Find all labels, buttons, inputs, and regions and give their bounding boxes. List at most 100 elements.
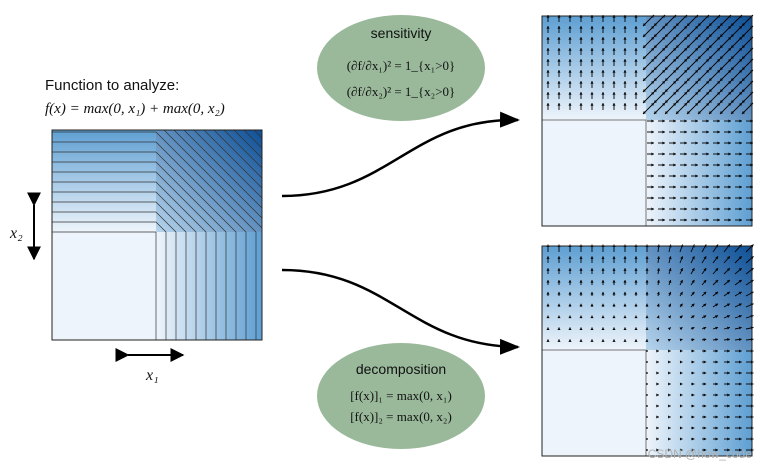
vector-arrowhead	[673, 37, 676, 40]
vector-arrowhead	[634, 327, 638, 330]
vector-arrowhead	[673, 103, 676, 106]
vector-arrowhead	[679, 437, 683, 441]
vector-arrowhead	[728, 48, 731, 51]
vector-arrowhead	[651, 130, 654, 134]
vector-arrowhead	[668, 393, 671, 397]
vector-arrowhead	[727, 404, 730, 408]
vector-arrowhead	[668, 437, 671, 441]
vector-arrowhead	[590, 256, 594, 259]
vector-arrowhead	[715, 382, 719, 386]
vector-arrowhead	[709, 67, 712, 70]
vector-arrowhead	[656, 415, 659, 419]
vector-arrowhead	[673, 70, 676, 73]
vector-arrowhead	[691, 360, 695, 364]
vector-arrowhead	[645, 303, 649, 307]
vector-arrowhead	[691, 268, 695, 272]
vector-arrowhead	[668, 303, 671, 307]
vector-arrowhead	[651, 59, 654, 62]
intro-formula: f(x) = max(0, x₁) + max(0, x₂)	[45, 101, 225, 117]
vector-arrowhead	[643, 67, 646, 70]
vector-arrowhead	[557, 315, 561, 319]
vector-arrowhead	[706, 218, 709, 222]
vector-arrowhead	[717, 103, 720, 106]
vector-arrowhead	[665, 100, 668, 103]
vector-arrowhead	[715, 437, 719, 441]
vector-arrowhead	[676, 111, 679, 114]
vector-arrowhead	[703, 315, 707, 319]
vector-arrowhead	[579, 37, 583, 40]
vector-arrowhead	[651, 81, 654, 84]
vector-arrowhead	[656, 280, 660, 283]
vector-arrowhead	[590, 339, 594, 342]
vector-arrowhead	[634, 26, 638, 29]
vector-arrowhead	[645, 315, 649, 319]
vector-arrowhead	[673, 152, 676, 156]
vector-arrowhead	[656, 291, 660, 295]
vector-arrowhead	[557, 70, 561, 73]
vector-arrowhead	[546, 48, 550, 51]
vector-arrowhead	[715, 268, 719, 272]
vector-arrowhead	[601, 37, 605, 40]
vector-arrowhead	[739, 437, 742, 441]
vector-arrowhead	[739, 103, 742, 106]
vector-arrowhead	[703, 360, 707, 364]
vector-arrowhead	[717, 152, 720, 156]
contour-line	[183, 129, 263, 209]
vector-arrowhead	[680, 256, 684, 260]
vector-arrowhead	[720, 89, 723, 92]
vector-arrowhead	[601, 103, 605, 106]
vector-arrowhead	[662, 163, 665, 167]
vector-arrowhead	[612, 59, 616, 62]
vector-arrowhead	[612, 26, 616, 29]
vector-arrowhead	[568, 303, 572, 307]
vector-arrowhead	[706, 152, 709, 156]
vector-arrowhead	[706, 48, 709, 51]
vector-arrowhead	[739, 404, 742, 408]
vector-arrowhead	[703, 382, 707, 386]
vector-arrowhead	[579, 291, 583, 295]
vector-arrowhead	[731, 111, 734, 114]
vector-arrowhead	[673, 163, 676, 167]
vector-arrowhead	[691, 280, 695, 284]
vector-arrowhead	[717, 207, 720, 211]
vector-arrowhead	[679, 349, 683, 353]
vector-arrowhead	[667, 338, 671, 342]
vector-arrowhead	[679, 291, 683, 295]
contour-line	[213, 129, 263, 179]
vector-arrowhead	[691, 256, 695, 260]
vector-arrowhead	[731, 78, 734, 81]
vector-arrowhead	[557, 48, 561, 51]
vector-arrowhead	[634, 291, 638, 295]
vector-arrowhead	[717, 174, 720, 178]
vector-arrowhead	[579, 256, 583, 259]
vector-arrowhead	[662, 119, 665, 123]
sensitivity-line1: (∂f/∂x₁)² = 1_{x₁>0}	[347, 58, 456, 73]
vector-arrowhead	[662, 152, 665, 156]
vector-arrowhead	[706, 174, 709, 178]
vector-arrowhead	[568, 339, 572, 342]
vector-arrowhead	[590, 303, 594, 307]
vector-arrowhead	[612, 92, 616, 95]
vector-arrowhead	[568, 268, 572, 271]
decomposition-line2: [f(x)]₂ = max(0, x₂)	[350, 409, 452, 424]
vector-arrowhead	[726, 303, 730, 307]
vector-arrowhead	[590, 70, 594, 73]
vector-arrowhead	[546, 59, 550, 62]
vector-arrowhead	[579, 81, 583, 84]
vector-arrowhead	[731, 56, 734, 59]
vector-arrowhead	[651, 163, 654, 167]
vector-arrowhead	[684, 141, 687, 145]
vector-arrowhead	[706, 130, 709, 134]
vector-dot	[646, 438, 648, 440]
vector-arrowhead	[557, 103, 561, 106]
vector-arrowhead	[706, 185, 709, 189]
vector-arrowhead	[568, 37, 572, 40]
vector-arrowhead	[695, 119, 698, 123]
vector-arrowhead	[715, 404, 719, 408]
vector-arrowhead	[601, 81, 605, 84]
vector-arrowhead	[727, 338, 730, 342]
vector-arrowhead	[703, 426, 707, 430]
sensitivity-panel	[541, 14, 754, 227]
vector-arrowhead	[679, 426, 683, 430]
vector-arrowhead	[731, 23, 734, 26]
